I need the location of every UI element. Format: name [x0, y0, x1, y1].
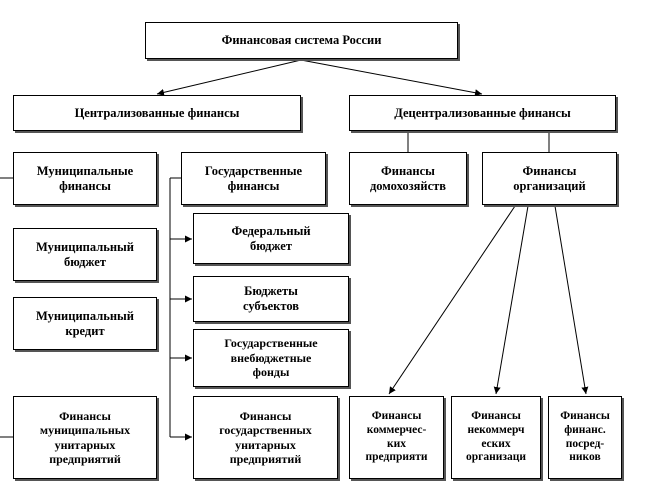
- municipal-finance-label: Муниципальные финансы: [36, 163, 134, 193]
- state-finance-label: Государственные финансы: [204, 163, 303, 193]
- extrabudgetary-funds-label: Государственные внебюджетные фонды: [224, 336, 318, 380]
- arrow-org-to-noncommercial: [493, 205, 529, 395]
- arrow-root-to-decentralized: [300, 59, 483, 97]
- subject-budgets-node: Бюджеты субъектов: [193, 276, 349, 322]
- centralized-node: Централизованные финансы: [13, 95, 301, 131]
- extrabudgetary-funds-node: Государственные внебюджетные фонды: [193, 329, 349, 387]
- municipal-finance-node: Муниципальные финансы: [13, 152, 157, 205]
- financial-intermediaries-label: Финансы финанс. посред- ников: [560, 409, 610, 464]
- federal-budget-label: Федеральный бюджет: [231, 223, 311, 253]
- arrow-org-to-commercial: [388, 205, 516, 395]
- centralized-label: Централизованные финансы: [74, 105, 240, 120]
- state-finance-node: Государственные финансы: [181, 152, 326, 205]
- root-label: Финансовая система России: [221, 33, 382, 47]
- subject-budgets-label: Бюджеты субъектов: [242, 284, 300, 313]
- municipal-credit-label: Муниципальный кредит: [35, 308, 135, 338]
- decentralized-label: Децентрализованные финансы: [394, 105, 571, 120]
- municipal-budget-node: Муниципальный бюджет: [13, 228, 157, 281]
- municipal-enterprises-node: Финансы муниципальных унитарных предприя…: [13, 396, 157, 479]
- municipal-enterprises-label: Финансы муниципальных унитарных предприя…: [39, 408, 131, 466]
- noncommercial-orgs-node: Финансы некоммерч еских организаци: [451, 396, 541, 479]
- municipal-budget-label: Муниципальный бюджет: [35, 239, 135, 269]
- state-enterprises-node: Финансы государственных унитарных предпр…: [193, 396, 338, 479]
- commercial-orgs-node: Финансы коммерчес- ких предприяти: [349, 396, 444, 479]
- municipal-credit-node: Муниципальный кредит: [13, 297, 157, 350]
- household-finance-node: Финансы домохозяйств: [349, 152, 467, 205]
- household-finance-label: Финансы домохозяйств: [369, 163, 447, 193]
- organization-finance-node: Финансы организаций: [482, 152, 617, 205]
- noncommercial-orgs-label: Финансы некоммерч еских организаци: [466, 409, 526, 464]
- organization-finance-label: Финансы организаций: [513, 163, 586, 193]
- federal-budget-node: Федеральный бюджет: [193, 213, 349, 264]
- root-node: Финансовая система России: [145, 22, 458, 59]
- arrow-org-to-intermediaries: [554, 205, 589, 395]
- commercial-orgs-label: Финансы коммерчес- ких предприяти: [365, 409, 428, 464]
- financial-intermediaries-node: Финансы финанс. посред- ников: [548, 396, 622, 479]
- arrow-root-to-centralized: [156, 59, 302, 96]
- state-enterprises-label: Финансы государственных унитарных предпр…: [219, 408, 312, 466]
- decentralized-node: Децентрализованные финансы: [349, 95, 616, 131]
